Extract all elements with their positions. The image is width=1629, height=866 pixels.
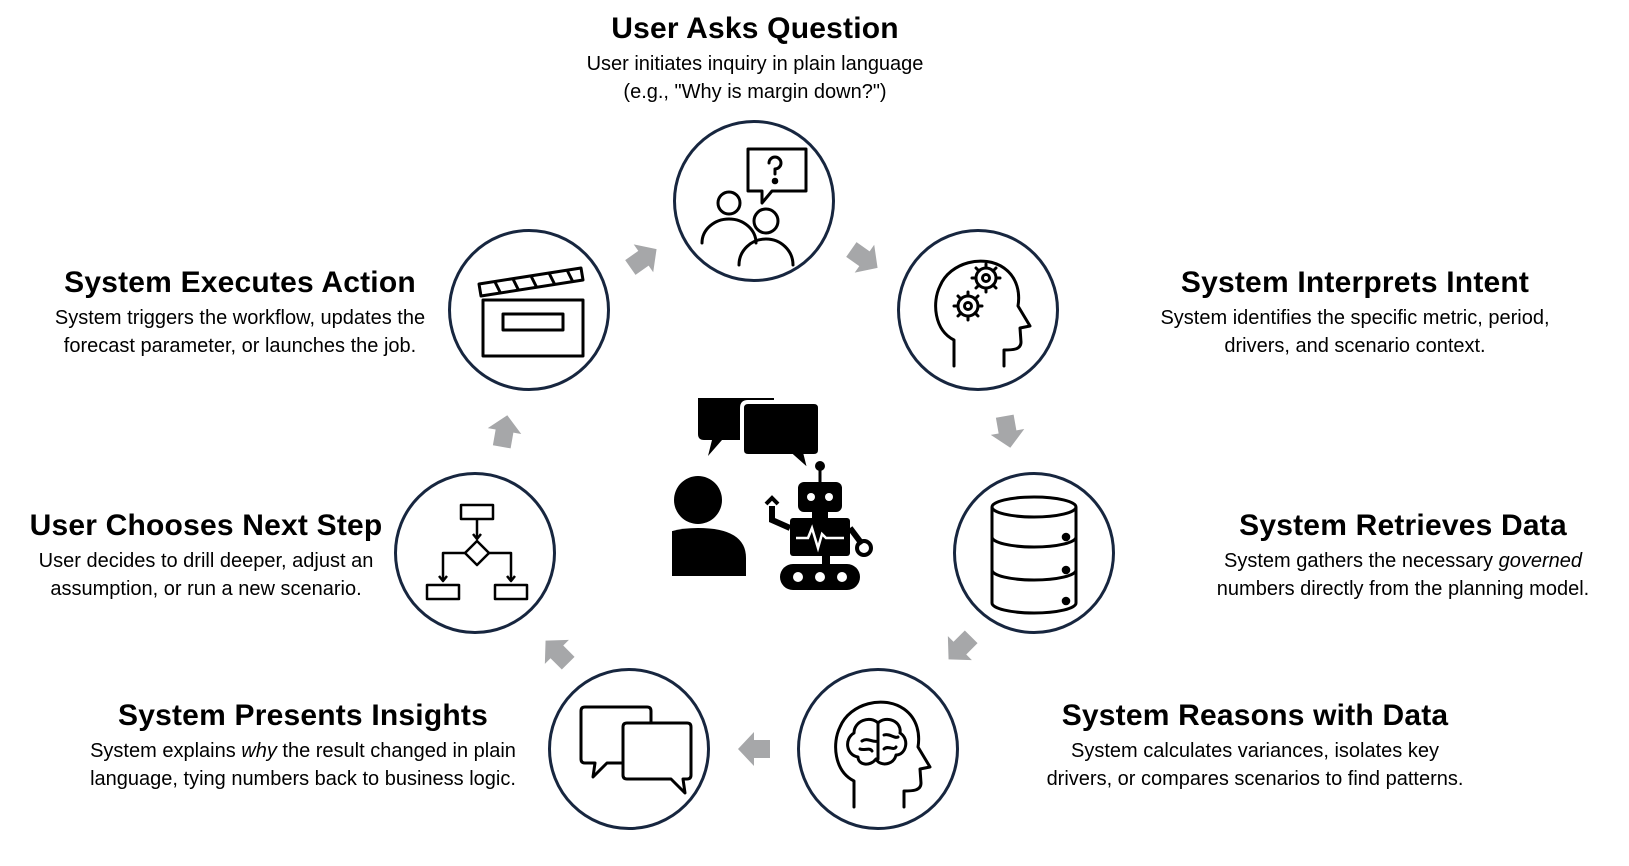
label-user-chooses-next-step: User Chooses Next Step User decides to d… <box>10 509 402 603</box>
node-system-executes-action <box>448 229 610 391</box>
step-title: User Asks Question <box>611 12 899 45</box>
step-title: System Presents Insights <box>118 699 488 732</box>
step-title: System Interprets Intent <box>1180 266 1530 299</box>
arrow-asks-to-interprets <box>838 233 886 281</box>
arrow-chooses-to-executes <box>480 410 528 458</box>
step-description: System identifies the specific metric, p… <box>1160 307 1550 329</box>
node-system-interprets-intent <box>897 229 1059 391</box>
step-title: System Executes Action <box>64 266 416 299</box>
node-user-chooses-next-step <box>394 472 556 634</box>
label-system-interprets-intent: System Interprets Intent System identifi… <box>1130 266 1580 360</box>
speech-bubbles-icon <box>579 705 693 795</box>
people-question-icon <box>700 147 808 267</box>
step-title: System Reasons with Data <box>1061 699 1449 732</box>
head-gears-icon <box>934 259 1032 368</box>
label-system-executes-action: System Executes Action System triggers t… <box>24 266 456 360</box>
arrow-retrieves-to-reasons <box>938 622 986 670</box>
step-description: drivers, or compares scenarios to find p… <box>1046 768 1464 790</box>
label-user-asks-question: User Asks Question User initiates inquir… <box>560 12 950 106</box>
node-user-asks-question <box>673 120 835 282</box>
step-description: numbers directly from the planning model… <box>1216 578 1590 600</box>
step-description: language, tying numbers back to business… <box>90 768 516 790</box>
node-system-reasons-with-data <box>797 668 959 830</box>
step-description: System gathers the necessary governed <box>1224 550 1582 572</box>
node-system-presents-insights <box>548 668 710 830</box>
step-description: System triggers the workflow, updates th… <box>54 307 426 329</box>
label-system-retrieves-data: System Retrieves Data System gathers the… <box>1180 509 1626 603</box>
flowchart-icon <box>425 503 529 601</box>
arrow-presents-to-chooses <box>535 630 583 678</box>
database-icon <box>990 495 1078 615</box>
step-description: User initiates inquiry in plain language <box>586 53 924 75</box>
label-system-reasons-with-data: System Reasons with Data System calculat… <box>1020 699 1490 793</box>
arrow-executes-to-asks <box>617 236 665 284</box>
step-description: (e.g., "Why is margin down?") <box>623 81 887 103</box>
user-robot-chat-icon <box>672 398 873 590</box>
node-system-retrieves-data <box>953 472 1115 634</box>
step-title: System Retrieves Data <box>1239 509 1567 542</box>
step-description: System explains why the result changed i… <box>90 740 516 762</box>
step-description: drivers, and scenario context. <box>1224 335 1486 357</box>
step-title: User Chooses Next Step <box>29 509 383 542</box>
arrow-reasons-to-presents <box>733 725 781 773</box>
clapperboard-icon <box>477 266 585 358</box>
label-system-presents-insights: System Presents Insights System explains… <box>58 699 548 793</box>
step-description: User decides to drill deeper, adjust an <box>38 550 374 572</box>
step-description: System calculates variances, isolates ke… <box>1071 740 1439 762</box>
step-description: forecast parameter, or launches the job. <box>63 335 417 357</box>
arrow-interprets-to-retrieves <box>983 405 1031 453</box>
head-brain-icon <box>834 700 932 809</box>
step-description: assumption, or run a new scenario. <box>50 578 362 600</box>
center-user-robot-chat <box>672 398 908 612</box>
